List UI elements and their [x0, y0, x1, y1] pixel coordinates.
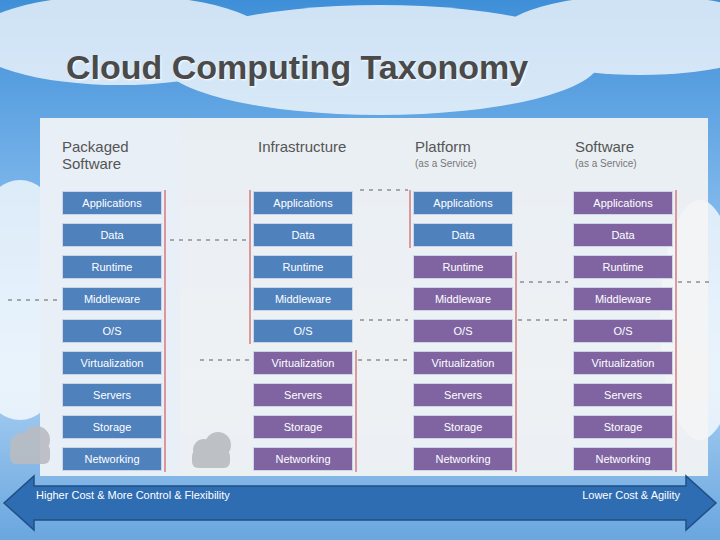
- stack-layer: Runtime: [413, 255, 513, 279]
- layer-label: Networking: [595, 453, 650, 465]
- layer-label: Servers: [604, 389, 642, 401]
- layer-label: Data: [291, 229, 314, 241]
- layer-label: Data: [611, 229, 634, 241]
- layer-label: Virtualization: [272, 357, 335, 369]
- column-heading: Software: [575, 138, 685, 155]
- layer-label: Storage: [604, 421, 643, 433]
- layer-label: Networking: [84, 453, 139, 465]
- layer-label: Servers: [284, 389, 322, 401]
- stack-layer: Storage: [573, 415, 673, 439]
- arrow-label: Lower Cost & Agility: [582, 489, 680, 502]
- stack-layer: Storage: [413, 415, 513, 439]
- layer-label: Virtualization: [432, 357, 495, 369]
- stack-layer: Networking: [62, 447, 162, 471]
- stack-layer: Servers: [253, 383, 353, 407]
- stack-layer: Data: [253, 223, 353, 247]
- stack-layer: Servers: [413, 383, 513, 407]
- layer-label: O/S: [614, 325, 633, 337]
- layer-label: Storage: [444, 421, 483, 433]
- stack-layer: Runtime: [253, 255, 353, 279]
- layer-label: Middleware: [275, 293, 331, 305]
- layer-label: Virtualization: [81, 357, 144, 369]
- layer-label: Middleware: [84, 293, 140, 305]
- stack-layer: Virtualization: [413, 351, 513, 375]
- stack-layer: Data: [413, 223, 513, 247]
- stack-layer: Applications: [62, 191, 162, 215]
- stack-layer: Middleware: [573, 287, 673, 311]
- stack-layer: Applications: [573, 191, 673, 215]
- stack-layer: Data: [573, 223, 673, 247]
- stack-layer: O/S: [62, 319, 162, 343]
- stack-layer: O/S: [573, 319, 673, 343]
- layer-label: O/S: [294, 325, 313, 337]
- column-subheading: (as a Service): [415, 158, 477, 169]
- stack-layer: Virtualization: [253, 351, 353, 375]
- stack-layer: Runtime: [573, 255, 673, 279]
- stack-layer: Networking: [253, 447, 353, 471]
- stack-layer: Storage: [62, 415, 162, 439]
- stack-layer: Data: [62, 223, 162, 247]
- stack-layer: Middleware: [413, 287, 513, 311]
- arrow-label: Higher Cost & More Control & Flexibility: [36, 489, 246, 502]
- layer-label: Applications: [82, 197, 141, 209]
- slide-title: Cloud Computing Taxonomy: [66, 48, 528, 87]
- layer-label: Data: [100, 229, 123, 241]
- layer-label: Runtime: [92, 261, 133, 273]
- column-heading: Infrastructure: [258, 138, 368, 155]
- layer-label: Runtime: [443, 261, 484, 273]
- layer-label: Applications: [433, 197, 492, 209]
- stack-layer: Runtime: [62, 255, 162, 279]
- layer-label: Runtime: [283, 261, 324, 273]
- stack-layer: Middleware: [62, 287, 162, 311]
- cost-control-arrow: Higher Cost & More Control & Flexibility…: [0, 474, 720, 532]
- stack-layer: Applications: [413, 191, 513, 215]
- stack-layer: Networking: [573, 447, 673, 471]
- layer-label: O/S: [103, 325, 122, 337]
- layer-label: Servers: [444, 389, 482, 401]
- column-heading: Platform: [415, 138, 525, 155]
- layer-label: Networking: [435, 453, 490, 465]
- layer-label: Storage: [284, 421, 323, 433]
- stack-layer: O/S: [413, 319, 513, 343]
- layer-label: Middleware: [595, 293, 651, 305]
- stack-layer: Storage: [253, 415, 353, 439]
- column-heading: Packaged Software: [62, 138, 172, 173]
- stack-layer: Virtualization: [62, 351, 162, 375]
- layer-label: Applications: [593, 197, 652, 209]
- layer-label: Runtime: [603, 261, 644, 273]
- stack-layer: Applications: [253, 191, 353, 215]
- stack-layer: Middleware: [253, 287, 353, 311]
- stack-layer: Servers: [573, 383, 673, 407]
- layer-label: Applications: [273, 197, 332, 209]
- stack-layer: Virtualization: [573, 351, 673, 375]
- stack-layer: Servers: [62, 383, 162, 407]
- layer-label: Middleware: [435, 293, 491, 305]
- stack-layer: Networking: [413, 447, 513, 471]
- layer-label: Networking: [275, 453, 330, 465]
- double-arrow-shape: [0, 474, 720, 532]
- layer-label: Data: [451, 229, 474, 241]
- column-subheading: (as a Service): [575, 158, 637, 169]
- layer-label: O/S: [454, 325, 473, 337]
- stack-layer: O/S: [253, 319, 353, 343]
- layer-label: Servers: [93, 389, 131, 401]
- layer-label: Storage: [93, 421, 132, 433]
- layer-label: Virtualization: [592, 357, 655, 369]
